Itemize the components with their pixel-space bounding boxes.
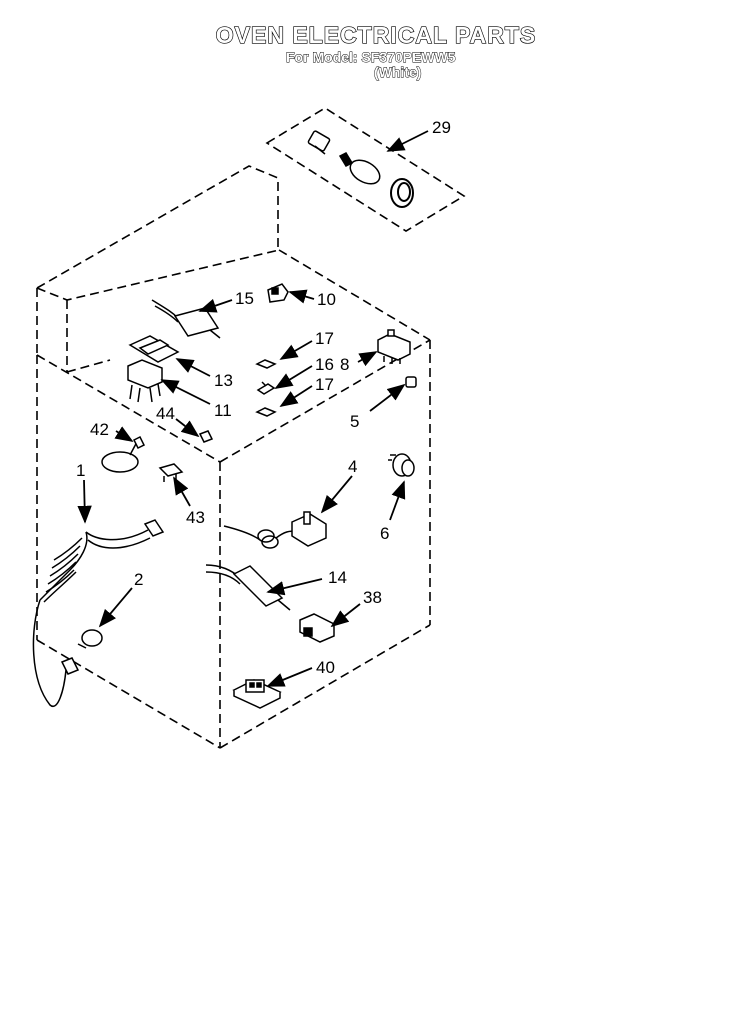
terminal-38-part	[299, 613, 335, 643]
cabinet-outline	[36, 165, 431, 749]
callout-1: 1	[76, 461, 85, 480]
callout-17-bottom: 17	[315, 375, 334, 394]
callout-10: 10	[317, 290, 336, 309]
probe-42-part	[101, 435, 146, 473]
bracket-13-part	[128, 335, 180, 363]
clip-10-part	[267, 283, 289, 303]
callout-8: 8	[340, 355, 349, 374]
callout-labels: 29 15 10 17 8 16 17 13 11 5 44 42 4 1 43…	[76, 118, 451, 677]
callout-42: 42	[90, 420, 109, 439]
callout-16: 16	[315, 355, 334, 374]
callout-40: 40	[316, 658, 335, 677]
light-bulb-part	[338, 152, 381, 185]
sensor-15-part	[151, 299, 221, 339]
fuse-16-part	[256, 381, 276, 395]
terminal-board-40-part	[232, 679, 282, 709]
page-title: OVEN ELECTRICAL PARTS	[215, 21, 537, 48]
callout-13: 13	[214, 371, 233, 390]
power-cord-1-part	[32, 519, 165, 708]
clamp-2-part	[77, 629, 103, 649]
callout-2: 2	[134, 570, 143, 589]
callout-15: 15	[235, 289, 254, 308]
callout-43: 43	[186, 508, 205, 527]
clip-44-part	[198, 430, 214, 443]
model-number: For Model: SF370PEWW5	[286, 49, 456, 66]
switch-11-part	[127, 359, 163, 403]
terminal-43-part	[158, 463, 184, 482]
callout-11: 11	[214, 401, 232, 420]
pad-17-top-part	[255, 359, 277, 369]
callout-4: 4	[348, 457, 357, 476]
pad-17-bottom-part	[255, 407, 277, 417]
thermostat-4-part	[223, 511, 327, 549]
callout-29: 29	[432, 118, 451, 137]
callout-38: 38	[363, 588, 382, 607]
callout-6: 6	[380, 524, 389, 543]
button-5-part	[405, 376, 417, 388]
knob-6-part	[388, 453, 415, 477]
callout-14: 14	[328, 568, 347, 587]
light-kit-box	[265, 107, 466, 232]
sensor-14-part	[205, 564, 291, 611]
light-socket-part	[307, 130, 331, 155]
callout-44: 44	[156, 404, 175, 423]
switch-8-part	[377, 329, 411, 364]
model-color: (White)	[374, 64, 422, 81]
leader-arrows	[77, 130, 429, 687]
callout-17-top: 17	[315, 329, 334, 348]
callout-5: 5	[350, 412, 359, 431]
light-lens-part	[390, 178, 414, 208]
